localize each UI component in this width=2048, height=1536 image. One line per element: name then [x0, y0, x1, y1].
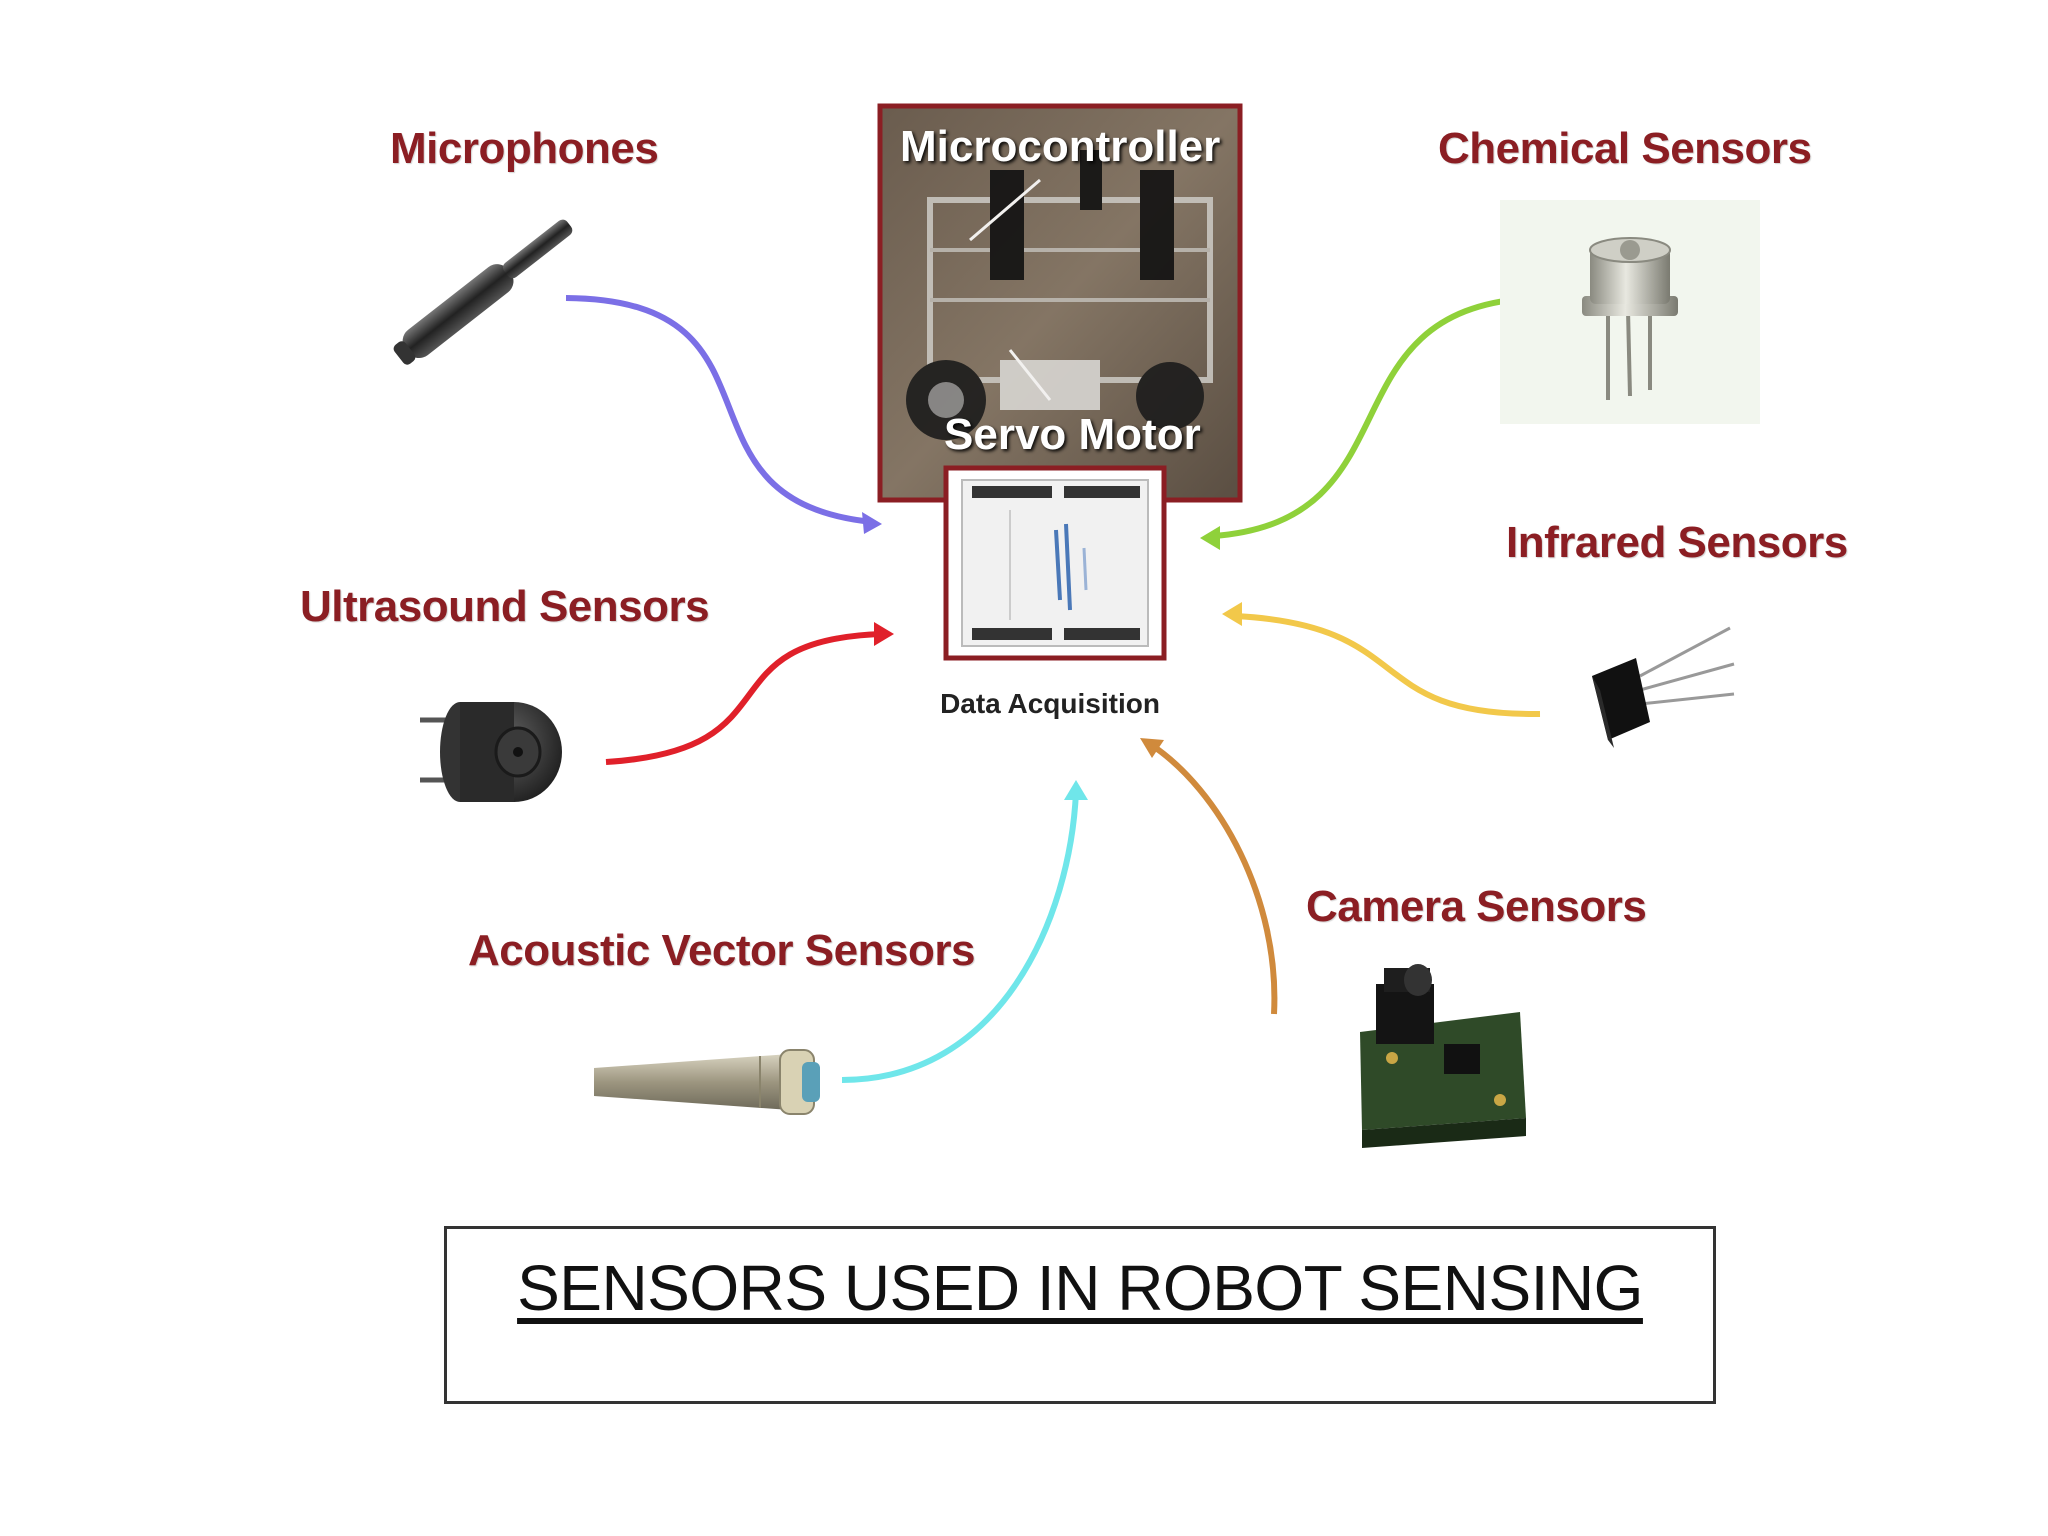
infrared-sensor-icon: [1592, 628, 1734, 748]
label-acoustic-vector-sensors: Acoustic Vector Sensors: [468, 926, 975, 976]
page-title: SENSORS USED IN ROBOT SENSING: [447, 1251, 1713, 1325]
acoustic-vector-sensor-icon: [594, 1050, 820, 1114]
camera-sensor-icon: [1360, 964, 1526, 1148]
ultrasound-sensor-icon: [420, 702, 562, 802]
arrow-ultrasound: [606, 622, 894, 762]
arrow-camera: [1140, 738, 1274, 1014]
label-data-acquisition: Data Acquisition: [930, 688, 1170, 720]
chemical-sensor-icon: [1500, 200, 1760, 424]
arrow-infrared: [1222, 602, 1540, 714]
label-ultrasound-sensors: Ultrasound Sensors: [300, 582, 709, 632]
label-infrared-sensors: Infrared Sensors: [1506, 518, 1848, 568]
label-microphones: Microphones: [390, 124, 658, 174]
label-camera-sensors: Camera Sensors: [1306, 882, 1646, 932]
arrow-chemical: [1200, 298, 1532, 550]
title-box: SENSORS USED IN ROBOT SENSING: [444, 1226, 1716, 1404]
label-chemical-sensors: Chemical Sensors: [1438, 124, 1812, 174]
arrow-microphones: [566, 298, 882, 534]
microphone-icon: [389, 212, 579, 370]
data-acquisition-board: [946, 468, 1164, 658]
label-servo-motor: Servo Motor: [944, 410, 1201, 460]
label-microcontroller: Microcontroller: [900, 122, 1220, 172]
